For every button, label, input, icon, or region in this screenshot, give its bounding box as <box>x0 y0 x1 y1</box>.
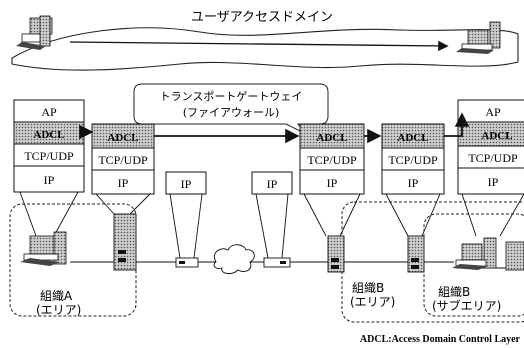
stack-router-left: IP <box>166 172 206 194</box>
stack1-layer-ap: AP <box>41 105 57 119</box>
stack-router-right: IP <box>252 172 292 194</box>
banner-title: ユーザアクセスドメイン <box>191 10 333 25</box>
org-b-subarea-sub: (サブエリア) <box>432 298 501 313</box>
stack2-layer-adcl: ADCL <box>107 132 138 144</box>
router-right-icon <box>264 258 290 267</box>
stack3-layer-ip: IP <box>181 177 192 191</box>
stack-endpoint-right: AP ADCL TCP/UDP IP <box>458 100 524 194</box>
stack2-layer-tcp: TCP/UDP <box>98 153 148 167</box>
gateway-a-server-icon <box>114 214 136 270</box>
stack5-layer-ip: IP <box>327 176 338 190</box>
stack-gateway-b: ADCL TCP/UDP IP <box>300 124 364 194</box>
stack-gateway-b-sub: ADCL TCP/UDP IP <box>382 124 444 194</box>
network-links <box>70 262 518 268</box>
internet-cloud-icon <box>214 245 254 274</box>
stack7-layer-ip: IP <box>488 175 499 189</box>
user-access-domain-cloud <box>12 28 518 70</box>
router-left-icon <box>176 258 198 267</box>
stack1-layer-adcl: ADCL <box>33 129 64 141</box>
footnote-adcl: ADCL:Access Domain Control Layer <box>360 334 521 345</box>
stack6-layer-tcp: TCP/UDP <box>388 153 438 167</box>
stack-to-device-lines <box>20 192 524 258</box>
stack7-layer-ap: AP <box>485 105 501 119</box>
stack1-layer-tcp: TCP/UDP <box>24 149 74 163</box>
org-b-workstation-icon <box>452 238 496 270</box>
gateway-callout-line1: トランスポートゲートウェイ <box>160 90 303 103</box>
stack7-layer-adcl: ADCL <box>481 130 512 142</box>
org-b-subarea-name: 組織B <box>438 285 470 299</box>
stack2-layer-ip: IP <box>118 176 129 190</box>
stack1-layer-ip: IP <box>44 173 55 187</box>
org-a-sub: (エリア) <box>36 303 81 317</box>
gateway-b-server-icon <box>328 236 344 272</box>
stack6-layer-adcl: ADCL <box>397 132 428 144</box>
org-b-area-name: 組織B <box>352 281 384 295</box>
stack-endpoint-left: AP ADCL TCP/UDP IP <box>14 100 84 192</box>
org-b-server-icon <box>506 242 524 270</box>
workstation-left-icon <box>16 16 52 50</box>
gateway-callout-line2: (ファイアウォール) <box>183 106 280 119</box>
stack6-layer-ip: IP <box>408 176 419 190</box>
org-b-area-sub: (エリア) <box>350 295 395 309</box>
org-a-name: 組織A <box>40 289 73 303</box>
gateway-b-sub-server-icon <box>408 236 424 272</box>
stack5-layer-tcp: TCP/UDP <box>307 153 357 167</box>
org-a-workstation-icon <box>20 232 66 266</box>
stack7-layer-tcp: TCP/UDP <box>468 151 518 165</box>
stack4-layer-ip: IP <box>267 177 278 191</box>
stack-gateway-a: ADCL TCP/UDP IP <box>92 124 154 194</box>
stack5-layer-adcl: ADCL <box>316 132 347 144</box>
